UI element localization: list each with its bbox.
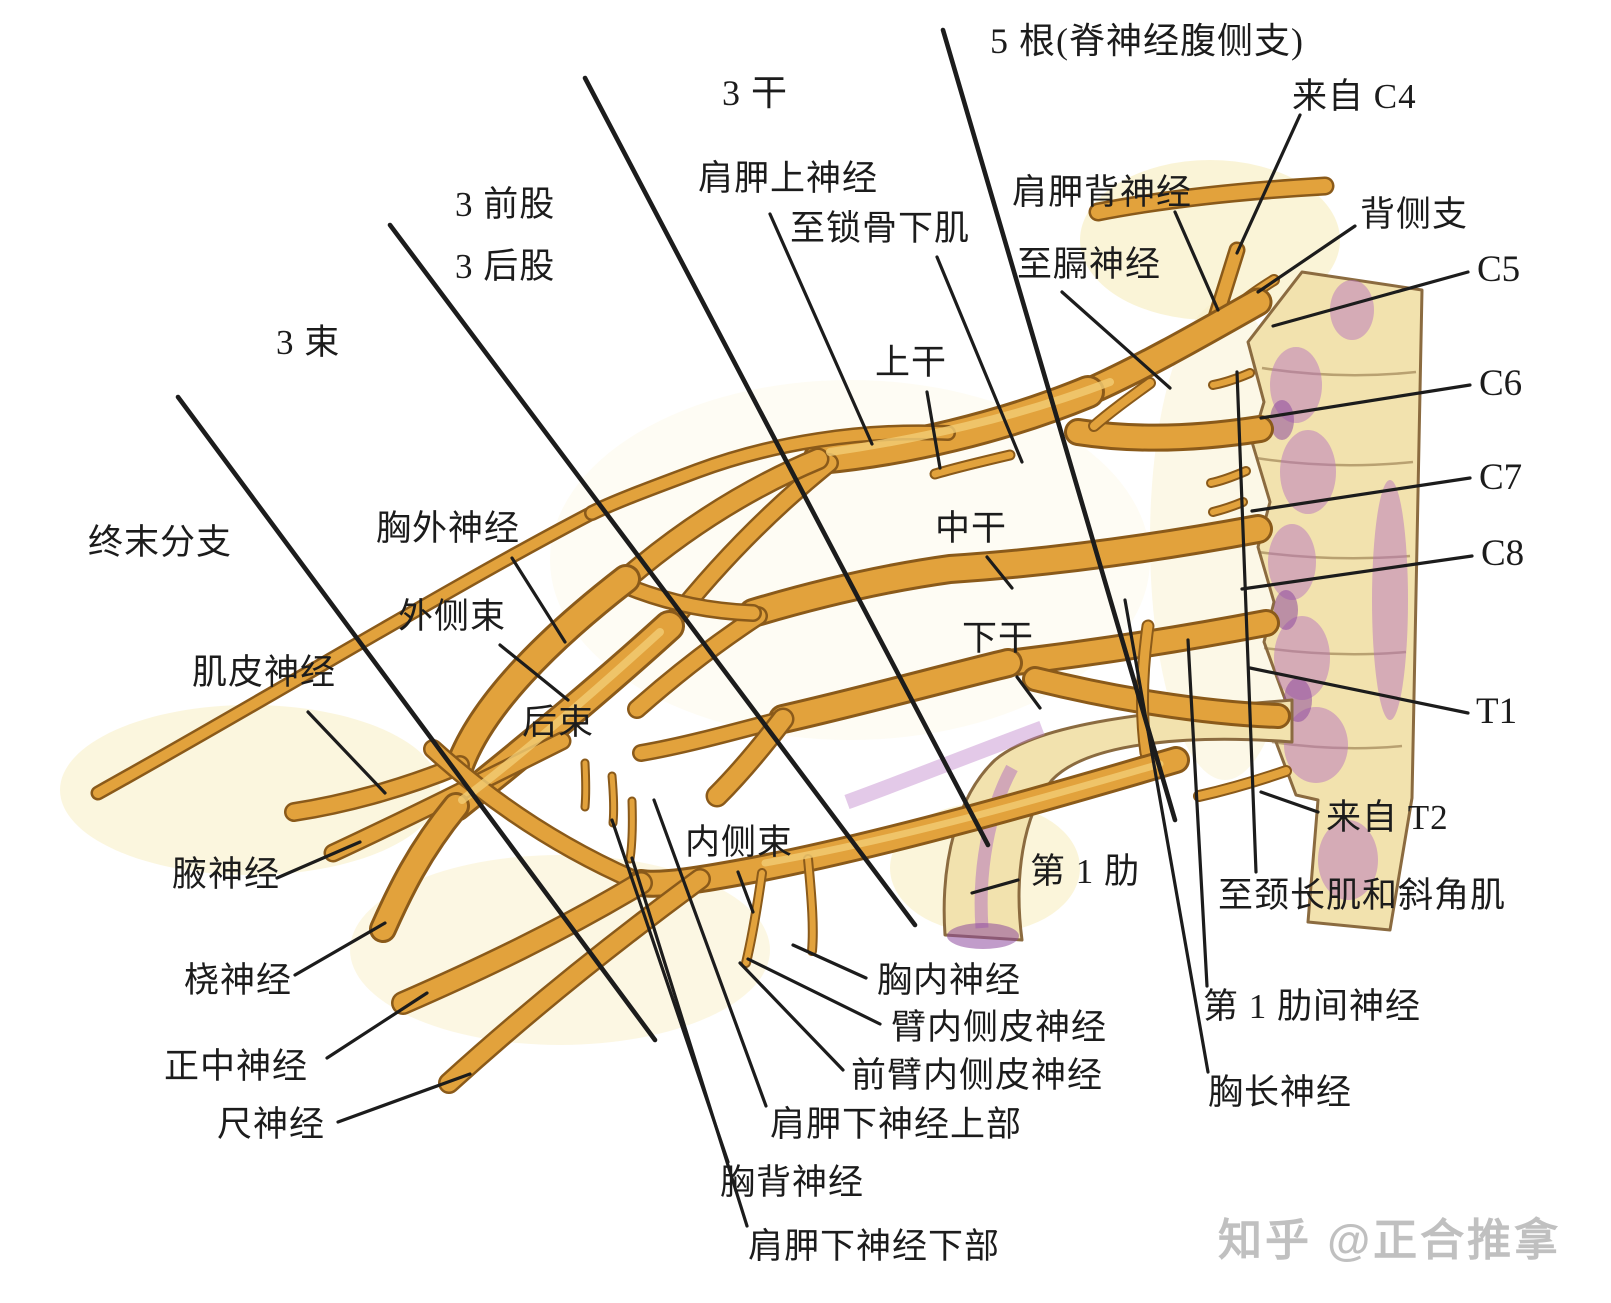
leader-c8 (1240, 554, 1474, 591)
leader-c5 (1271, 270, 1470, 328)
label-from-t2: 来自 T2 (1326, 798, 1449, 837)
leader-long-thoracic (1123, 598, 1210, 1074)
label-posterior-cord: 后束 (522, 703, 595, 742)
label-c5: C5 (1477, 249, 1521, 290)
leader-to-subclavius (935, 255, 1024, 464)
divider-roots (940, 27, 1178, 823)
label-upper-subscapular-nerve: 肩胛下神经上部 (770, 1105, 1023, 1144)
label-lower-trunk: 下干 (962, 619, 1035, 658)
leader-lower-subscapular (630, 856, 749, 1228)
leader-c6 (1259, 383, 1472, 420)
leader-musculocutaneous (306, 710, 387, 795)
label-middle-trunk: 中干 (935, 509, 1008, 548)
label-medial-antebrachial-cutaneous: 前臂内侧皮神经 (851, 1056, 1104, 1095)
nerve-plexus (98, 186, 1325, 1083)
leader-upper-subscapular (652, 798, 768, 1108)
label-terminal-branches: 终末分支 (88, 523, 233, 562)
divider-trunks (582, 75, 991, 848)
leader-from-c4 (1235, 113, 1302, 255)
label-to-longus-scalene: 至颈长肌和斜角肌 (1218, 876, 1507, 915)
leader-ulnar (336, 1072, 472, 1124)
label-dorsal-branch: 背侧支 (1360, 195, 1469, 234)
leader-t1 (1248, 666, 1470, 715)
leader-from-t2 (1259, 790, 1320, 814)
label-radial-nerve: 桡神经 (184, 961, 293, 1000)
label-three-trunks: 3 干 (722, 73, 789, 113)
leader-axillary (275, 840, 362, 880)
leader-med-antebrachial (738, 961, 845, 1072)
leader-dorsal-branch (1256, 224, 1357, 294)
label-to-phrenic-nerve: 至膈神经 (1017, 245, 1162, 284)
leader-radial (293, 921, 387, 977)
label-upper-trunk: 上干 (875, 343, 948, 382)
zhihu-watermark: 知乎 @正合推拿 (1218, 1216, 1562, 1265)
leader-to-longus (1235, 370, 1258, 874)
label-lateral-cord: 外侧束 (398, 597, 507, 636)
leader-dorsal-scapular (1173, 210, 1220, 312)
label-musculocutaneous-nerve: 肌皮神经 (192, 653, 337, 692)
leader-lat-pectoral (510, 556, 567, 644)
leader-to-phrenic (1060, 290, 1172, 390)
leader-lower-trunk (1015, 675, 1042, 710)
label-axillary-nerve: 腋神经 (172, 855, 281, 894)
label-three-cords: 3 束 (276, 323, 341, 362)
label-three-posterior-divisions: 3 后股 (455, 247, 556, 286)
leader-first-intercostal (1186, 638, 1209, 988)
vessel-shading (844, 720, 1045, 810)
leader-middle-trunk (985, 555, 1014, 590)
label-c6: C6 (1479, 363, 1523, 404)
label-suprascapular-nerve: 肩胛上神经 (698, 159, 879, 198)
leader-med-pectoral (791, 943, 868, 980)
leader-lateral-cord (498, 643, 570, 702)
label-dorsal-scapular-nerve: 肩胛背神经 (1012, 173, 1193, 212)
leader-med-brachial (746, 957, 882, 1026)
divider-divisions (387, 222, 918, 928)
label-from-c4: 来自 C4 (1292, 77, 1417, 116)
label-medial-pectoral-nerve: 胸内神经 (877, 961, 1022, 1000)
divider-lines (175, 27, 1178, 1043)
label-medial-brachial-cutaneous: 臂内侧皮神经 (891, 1008, 1108, 1047)
label-c7: C7 (1479, 457, 1523, 498)
leader-medial-cord (736, 870, 755, 914)
leader-upper-trunk (925, 390, 942, 470)
label-to-subclavius: 至锁骨下肌 (790, 209, 971, 248)
divider-cords (175, 394, 658, 1043)
label-first-intercostal-nerve: 第 1 肋间神经 (1203, 987, 1422, 1026)
label-lateral-pectoral-nerve: 胸外神经 (376, 509, 521, 548)
label-medial-cord: 内侧束 (685, 823, 794, 862)
label-ulnar-nerve: 尺神经 (217, 1105, 326, 1144)
label-thoracodorsal-nerve: 胸背神经 (720, 1163, 865, 1202)
leader-c7 (1250, 476, 1472, 513)
leader-first-rib (970, 878, 1020, 895)
label-three-anterior-divisions: 3 前股 (455, 185, 556, 224)
leader-median (325, 991, 429, 1060)
label-lower-subscapular-nerve: 肩胛下神经下部 (748, 1227, 1001, 1266)
label-first-rib: 第 1 肋 (1030, 852, 1141, 891)
label-five-roots: 5 根(脊神经腹侧支) (990, 21, 1304, 61)
leader-suprascapular (768, 212, 874, 446)
leader-lines (275, 113, 1474, 1228)
label-long-thoracic-nerve: 胸长神经 (1208, 1073, 1353, 1112)
label-c8: C8 (1481, 533, 1525, 574)
label-median-nerve: 正中神经 (164, 1047, 309, 1086)
label-t1: T1 (1476, 691, 1518, 732)
